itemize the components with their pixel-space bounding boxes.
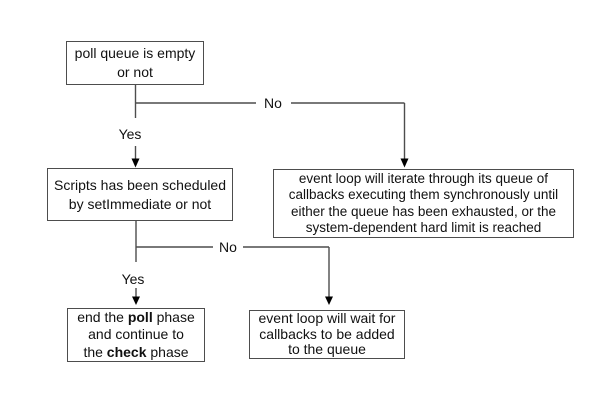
node-text-segment: phase <box>152 308 195 325</box>
node-text-line: or not <box>117 64 153 80</box>
branch-label-no-2: No <box>217 239 239 255</box>
branch-label-yes-1: Yes <box>116 126 144 142</box>
node-text-segment: end the <box>77 308 128 325</box>
arrowhead-to-wait-box <box>325 296 333 305</box>
node-event-loop-iterate: event loop will iterate through its queu… <box>273 169 574 238</box>
node-text-line: event loop will iterate through its queu… <box>298 170 549 186</box>
node-text-line: event loop will wait for <box>258 310 396 327</box>
node-text-line: either the queue has been exhausted, or … <box>291 203 556 219</box>
node-text-line: end the poll phase <box>77 309 195 327</box>
node-text-line: system-dependent hard limit is reached <box>305 220 542 235</box>
node-text-line: the check phase <box>83 344 188 362</box>
node-poll-queue-empty: poll queue is empty or not <box>66 41 204 85</box>
arrowhead-to-endpoll-box <box>132 296 140 305</box>
node-text-segment: phase <box>146 343 189 360</box>
node-scripts-scheduled: Scripts has been scheduled by setImmedia… <box>47 168 233 221</box>
node-text-bold-check: check <box>106 343 147 360</box>
node-text-line: by setImmediate or not <box>68 195 212 212</box>
branch-label-yes-2: Yes <box>119 271 147 287</box>
node-text-segment: the <box>83 343 107 360</box>
node-text-line: callbacks executing them synchronously u… <box>288 187 559 202</box>
node-text-line: callbacks to be added <box>259 325 395 342</box>
node-text-line: poll queue is empty <box>74 45 196 61</box>
node-end-poll-phase: end the poll phase and continue to the c… <box>67 308 205 362</box>
branch-label-no-1: No <box>262 95 284 111</box>
node-text-line: and continue to <box>88 326 184 343</box>
node-text-line: Scripts has been scheduled <box>54 176 226 193</box>
arrowhead-to-iterate-box <box>400 158 409 168</box>
node-text-line: to the queue <box>288 341 366 358</box>
arrowhead-to-scripts-box <box>131 158 140 168</box>
node-event-loop-wait: event loop will wait for callbacks to be… <box>249 310 405 359</box>
node-text-bold-poll: poll <box>127 308 153 325</box>
